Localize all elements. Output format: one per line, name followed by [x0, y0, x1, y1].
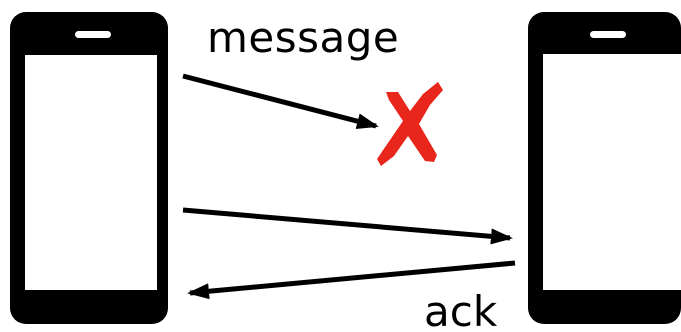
receiver-phone	[528, 12, 681, 324]
ack-arrow	[187, 260, 516, 300]
sender-phone-speaker	[75, 31, 111, 38]
failed-message-arrow	[182, 73, 379, 129]
message-label: message	[207, 13, 399, 62]
sender-phone-screen	[25, 55, 157, 290]
sender-phone	[10, 12, 168, 324]
receiver-phone-screen	[543, 54, 681, 290]
ack-label: ack	[424, 287, 498, 332]
receiver-phone-speaker	[590, 31, 626, 38]
delivered-message-arrow	[182, 207, 513, 245]
x-mark-icon	[377, 82, 443, 166]
